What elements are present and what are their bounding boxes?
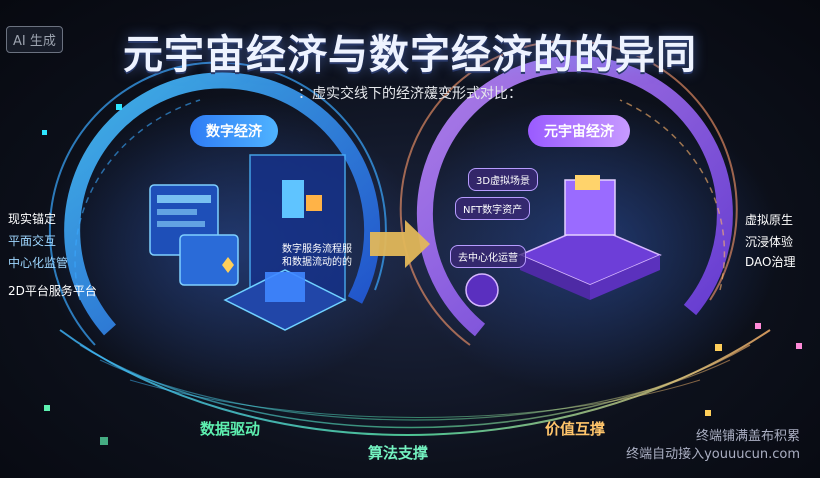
flow-streams [59,329,771,436]
particles [42,104,802,445]
bottom-label-value: 价值互撑 [545,420,606,438]
left-ring [48,61,387,346]
bottom-label-algorithm: 算法支撑 [368,444,429,462]
right-item-3: DAO治理 [745,255,796,269]
arrow-icon [370,220,430,268]
watermark-line-2: 终端自动接入youuucun.com [626,447,800,462]
page-title: 元宇宙经济与数字经济的的异同 [123,32,697,78]
bottom-label-data-driven: 数据驱动 [200,420,261,438]
left-item-4: 2D平台服务平台 [8,284,97,298]
right-pill-nft: NFT数字资产 [455,197,531,220]
right-item-2: 沉浸体验 [745,235,794,249]
right-item-1: 虚拟原生 [745,213,794,227]
left-item-2: 平面交互 [8,234,57,248]
right-pill-decentralized: 去中心化运营 [450,245,526,268]
left-item-3: 中心化监管 [8,256,69,270]
right-pill-3d-scene: 3D虚拟场景 [468,168,539,191]
left-device-art [149,154,347,331]
right-panel-header: 元宇宙经济 [528,115,630,147]
left-panel-header: 数字经济 [190,115,278,147]
right-device-art [465,175,662,307]
left-card-text-1: 数字服务流程服 [282,244,352,255]
left-card-text-2: 和数据流动的的 [282,257,352,268]
ai-generated-badge: AI 生成 [6,26,63,53]
watermark-line-1: 终端铺满盖布积累 [695,429,800,444]
left-item-1: 现实锚定 [8,212,57,226]
page-subtitle: ：虚实交线下的经济蕿变形式对比： [298,86,522,102]
